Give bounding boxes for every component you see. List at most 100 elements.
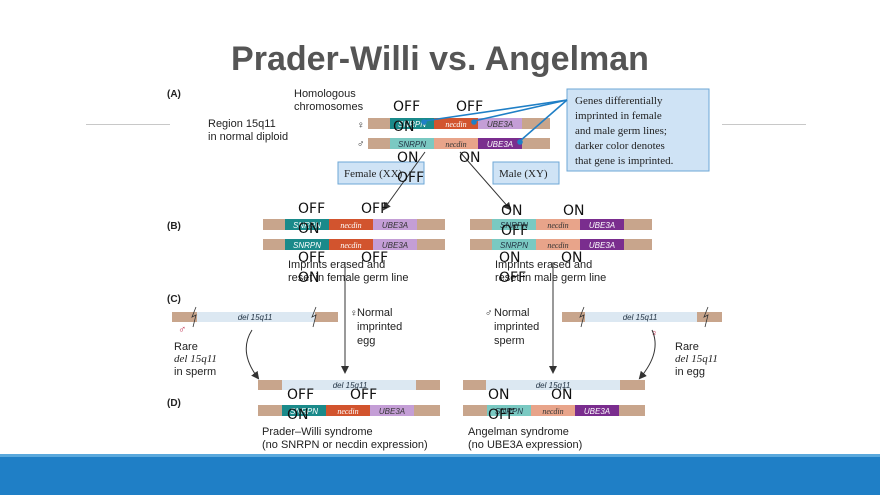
gene-necdin: necdin xyxy=(340,241,361,250)
chromosome-a-female: SNRPN necdin UBE3A xyxy=(368,118,550,129)
slide-title: Prader-Willi vs. Angelman xyxy=(231,40,649,78)
state-label: OFF xyxy=(397,170,424,186)
state-label: ON xyxy=(298,221,320,237)
gene-necdin: necdin xyxy=(542,407,563,416)
state-label: ON xyxy=(287,407,309,423)
female-reset-caption-1: Imprints erased and xyxy=(288,259,385,271)
female-symbol-egg: ♀ xyxy=(350,308,358,319)
rare-egg-line: del 15q11 xyxy=(675,353,718,365)
arrow-to-female xyxy=(382,151,426,211)
chromosome-d-as: SNRPN necdin UBE3A xyxy=(463,405,645,416)
state-label: ON xyxy=(397,150,419,166)
title-rule-right xyxy=(722,124,806,125)
state-label: ON xyxy=(459,150,481,166)
gene-ube3a: UBE3A xyxy=(382,241,408,250)
female-box xyxy=(337,161,425,185)
rare-egg-line: Rare xyxy=(675,341,699,353)
female-box-label: Female (XX) xyxy=(344,168,403,180)
del-chromosome-egg: del 15q11 xyxy=(562,306,722,328)
state-label: OFF xyxy=(361,201,388,217)
gene-snrpn: SNRPN xyxy=(293,241,321,250)
region-label-line1: Region 15q11 xyxy=(208,118,276,130)
normal-egg-line: imprinted xyxy=(357,321,402,333)
callout-line: and male germ lines; xyxy=(575,125,667,137)
male-reset-caption-1: Imprints erased and xyxy=(495,259,592,271)
rare-sperm-line: Rare xyxy=(174,341,198,353)
chromosome-d-pws-del: del 15q11 xyxy=(258,380,440,390)
normal-sperm-line: sperm xyxy=(494,335,525,347)
gene-ube3a: UBE3A xyxy=(589,241,615,250)
rare-sperm-line: in sperm xyxy=(174,366,216,378)
chromosome-b-female-2: SNRPN necdin UBE3A xyxy=(263,239,445,250)
footer-accent-line xyxy=(0,454,880,457)
state-label: OFF xyxy=(501,223,528,239)
state-label: OFF xyxy=(499,270,526,286)
homologous-label: Homologous xyxy=(294,88,356,100)
gene-necdin: necdin xyxy=(547,221,568,230)
chromosome-b-male-1: SNRPN necdin UBE3A xyxy=(470,219,652,230)
gene-necdin: necdin xyxy=(445,120,466,129)
female-symbol-c: ♀ xyxy=(650,328,658,340)
title-rule-left xyxy=(86,124,170,125)
del-label: del 15q11 xyxy=(623,313,658,322)
state-label: OFF xyxy=(361,250,388,266)
pws-sub-label: (no SNRPN or necdin expression) xyxy=(262,439,428,451)
state-label: OFF xyxy=(488,407,515,423)
state-label: OFF xyxy=(456,99,483,115)
state-label: ON xyxy=(501,203,523,219)
gene-snrpn: SNRPN xyxy=(398,140,426,149)
normal-egg-line: egg xyxy=(357,335,375,347)
callout-pointers xyxy=(421,99,568,145)
female-reset-caption-2: reset in female germ line xyxy=(288,272,408,284)
del-chromosome-sperm: del 15q11 xyxy=(172,306,338,328)
gene-necdin: necdin xyxy=(547,241,568,250)
region-label-line2: in normal diploid xyxy=(208,131,288,143)
callout-line: darker color denotes xyxy=(575,140,665,152)
male-symbol-c: ♂ xyxy=(178,324,186,336)
state-label: OFF xyxy=(298,250,325,266)
callout-line: imprinted in female xyxy=(575,110,662,122)
state-label: ON xyxy=(563,203,585,219)
normal-sperm-line: Normal xyxy=(494,307,529,319)
rare-sperm-line: del 15q11 xyxy=(174,353,217,365)
panel-label-a: (A) xyxy=(167,89,181,100)
gene-ube3a: UBE3A xyxy=(379,407,405,416)
female-symbol-a: ♀ xyxy=(357,120,365,131)
state-label: ON xyxy=(499,250,521,266)
state-label: OFF xyxy=(287,387,314,403)
chromosome-b-male-2: SNRPN necdin UBE3A xyxy=(470,239,652,250)
gene-ube3a: UBE3A xyxy=(487,140,513,149)
rare-egg-line: in egg xyxy=(675,366,705,378)
state-label: OFF xyxy=(393,99,420,115)
state-label: ON xyxy=(561,250,583,266)
panel-label-d: (D) xyxy=(167,398,181,409)
state-label: OFF xyxy=(298,201,325,217)
male-reset-caption-2: reset in male germ line xyxy=(495,272,606,284)
footer-bar xyxy=(0,457,880,495)
state-label: ON xyxy=(488,387,510,403)
gene-snrpn: SNRPN xyxy=(495,407,523,416)
gene-ube3a: UBE3A xyxy=(487,120,513,129)
gene-snrpn: SNRPN xyxy=(500,241,528,250)
panel-label-c: (C) xyxy=(167,294,181,305)
gene-necdin: necdin xyxy=(340,221,361,230)
pws-label: Prader–Willi syndrome xyxy=(262,426,373,438)
gene-snrpn: SNRPN xyxy=(398,120,426,129)
gene-snrpn: SNRPN xyxy=(500,221,528,230)
del-label: del 15q11 xyxy=(536,381,571,390)
chromosome-d-pws: SNRPN necdin UBE3A xyxy=(258,405,440,416)
callout-line: Genes differentially xyxy=(575,95,663,107)
chromosome-b-female-1: SNRPN necdin UBE3A xyxy=(263,219,445,230)
arrow-egg-curve xyxy=(638,329,656,380)
as-sub-label: (no UBE3A expression) xyxy=(468,439,582,451)
normal-sperm-line: imprinted xyxy=(494,321,539,333)
chromosome-d-as-del: del 15q11 xyxy=(463,380,645,390)
gene-necdin: necdin xyxy=(337,407,358,416)
gene-snrpn: SNRPN xyxy=(290,407,318,416)
callout-box: Genes differentially imprinted in female… xyxy=(566,88,710,172)
state-label: OFF xyxy=(350,387,377,403)
gene-ube3a: UBE3A xyxy=(382,221,408,230)
male-box xyxy=(492,161,560,185)
normal-egg-line: Normal xyxy=(357,307,392,319)
